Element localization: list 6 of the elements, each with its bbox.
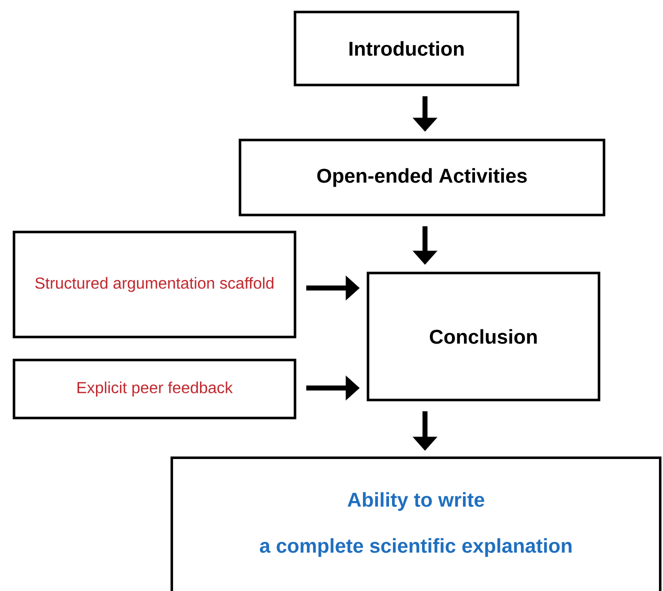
result-box: Ability to write a complete scientific explanation (170, 456, 662, 591)
process-box: Introduction (294, 10, 520, 86)
process-box: Structured argumentation scaffold (12, 230, 296, 338)
process-box: Explicit peer feedback (12, 358, 296, 420)
process-box: Open-ended Activities (238, 138, 606, 216)
process-box: Conclusion (366, 272, 600, 402)
